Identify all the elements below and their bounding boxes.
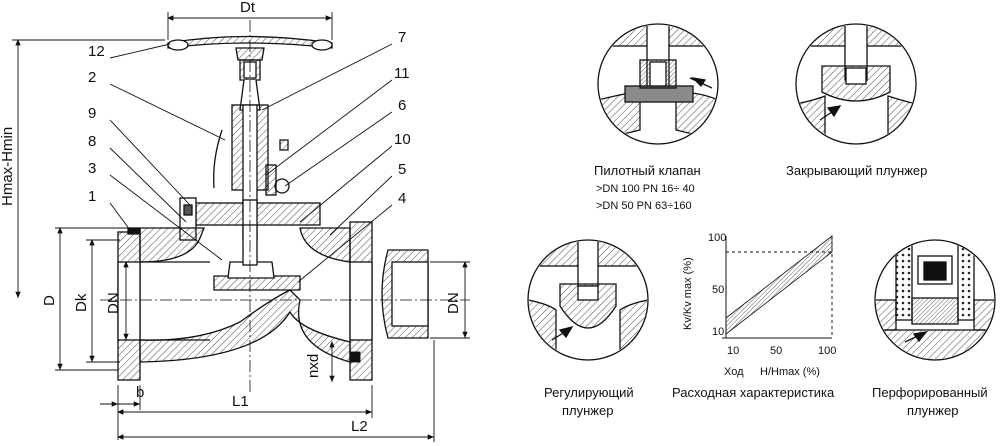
dim-hmax-hmin: Hmax-Hmin	[0, 126, 16, 206]
chart-y-tick-50: 50	[712, 284, 725, 296]
chart-x-tick-50: 50	[770, 345, 783, 357]
part-leaders	[109, 43, 393, 283]
dim-l1: L1	[232, 393, 249, 410]
dim-dt: Dt	[240, 0, 255, 16]
part-7: 7	[398, 29, 407, 46]
dimension-lines	[12, 12, 470, 442]
chart-x-tick-100: 100	[818, 345, 837, 357]
chart-y-tick-10: 10	[712, 326, 725, 338]
perforated-plug-title-2: плунжер	[907, 403, 959, 418]
pilot-valve-spec-2: >DN 50 PN 63÷160	[596, 200, 692, 212]
dim-l2: L2	[351, 418, 368, 435]
part-6: 6	[398, 97, 407, 114]
dim-dn-right: DN	[445, 292, 462, 314]
chart-title: Расходная характеристика	[672, 385, 835, 400]
part-11: 11	[394, 65, 410, 82]
valve-main-view	[100, 20, 470, 395]
part-2: 2	[88, 69, 97, 86]
dim-d: D	[41, 295, 58, 306]
regulating-plug-title-2: плунжер	[562, 403, 614, 418]
part-4: 4	[398, 190, 407, 207]
pilot-valve-title: Пилотный клапан	[594, 163, 701, 178]
part-12: 12	[88, 43, 105, 60]
chart-x-prefix: Ход	[724, 366, 744, 378]
dim-b: b	[136, 384, 145, 401]
flow-characteristic-chart	[722, 235, 833, 339]
chart-band	[725, 235, 833, 335]
dim-dk: Dk	[73, 293, 90, 312]
part-1: 1	[88, 188, 97, 205]
chart-y-tick-100: 100	[708, 232, 727, 244]
detail-pilot-valve	[597, 23, 719, 145]
chart-x-label: H/Hmax (%)	[760, 366, 820, 378]
part-10: 10	[394, 131, 411, 148]
part-5: 5	[398, 161, 407, 178]
part-3: 3	[88, 160, 97, 177]
perforated-plug-title-1: Перфорированный	[872, 385, 988, 400]
part-9: 9	[88, 105, 97, 122]
part-8: 8	[88, 133, 97, 150]
dim-dn-left: DN	[105, 292, 122, 314]
chart-axes	[722, 236, 833, 339]
dim-nxd: nxd	[305, 353, 322, 378]
chart-x-tick-10: 10	[727, 345, 740, 357]
chart-y-label: Kv/Kv max (%)	[682, 257, 694, 330]
detail-closing-plug	[795, 23, 917, 145]
detail-regulating-plug	[527, 239, 649, 361]
closing-plug-title: Закрывающий плунжер	[786, 163, 928, 178]
regulating-plug-title-1: Регулирующий	[544, 385, 634, 400]
detail-perforated-plug	[874, 239, 996, 361]
pilot-valve-spec-1: >DN 100 PN 16÷ 40	[596, 183, 695, 195]
